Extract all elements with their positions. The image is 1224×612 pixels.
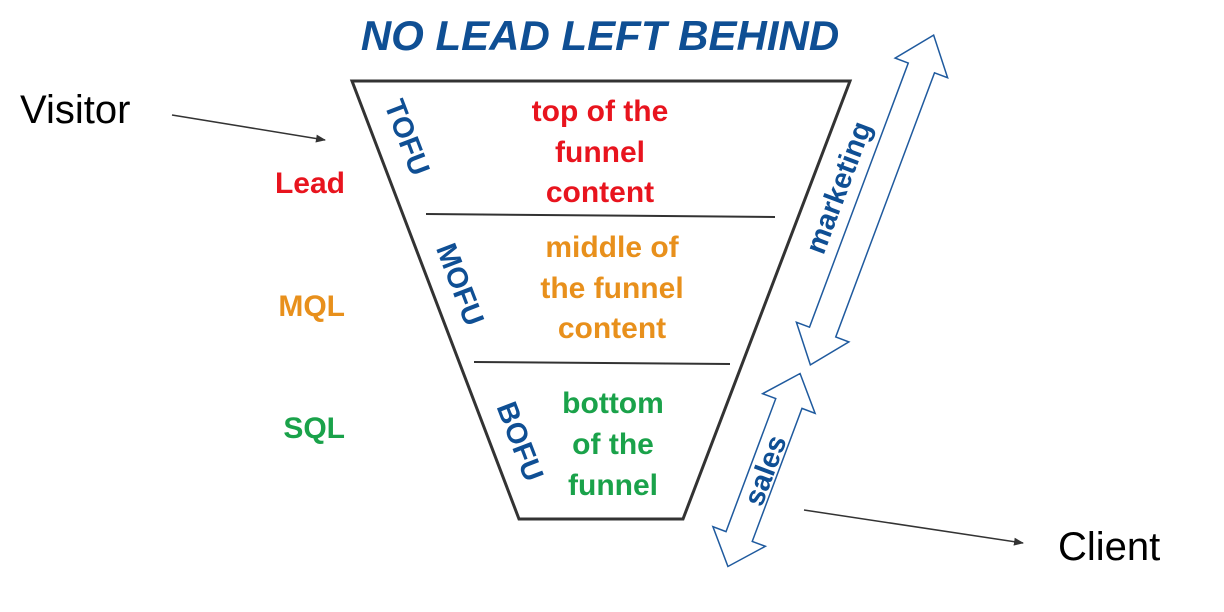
- content-line: content: [546, 176, 654, 209]
- content-line: middle of: [545, 231, 679, 264]
- content-line: of the: [572, 428, 654, 461]
- content-tofu: top of the funnel content: [532, 95, 669, 209]
- sales-double-arrow: sales: [711, 372, 817, 568]
- stage-label-lead: Lead: [275, 167, 345, 200]
- stage-label-sql: SQL: [283, 412, 345, 445]
- funnel-outline: [349, 79, 853, 521]
- content-line: content: [558, 312, 666, 345]
- client-label: Client: [1058, 525, 1160, 569]
- visitor-label: Visitor: [20, 88, 130, 132]
- sales-label: sales: [738, 431, 793, 510]
- funnel-divider-tofu-mofu: [425, 213, 776, 218]
- content-line: bottom: [562, 387, 664, 420]
- funnel-divider-mofu-bofu: [473, 361, 731, 365]
- acronym-bofu: BOFU: [490, 398, 549, 486]
- visitor-pointer-arrow: [171, 114, 326, 143]
- content-line: funnel: [555, 136, 645, 169]
- diagram-title: NO LEAD LEFT BEHIND: [361, 12, 839, 59]
- content-line: funnel: [568, 469, 658, 502]
- content-mofu: middle of the funnel content: [540, 231, 683, 345]
- double-arrow-shape: [711, 372, 817, 568]
- content-line: the funnel: [540, 272, 683, 305]
- stage-label-mql: MQL: [278, 290, 345, 323]
- acronym-mofu: MOFU: [429, 239, 489, 330]
- client-pointer-arrow: [803, 509, 1024, 546]
- marketing-double-arrow: marketing: [795, 34, 949, 366]
- content-line: top of the: [532, 95, 669, 128]
- double-arrow-shape: [795, 34, 949, 366]
- content-bofu: bottom of the funnel: [562, 387, 664, 502]
